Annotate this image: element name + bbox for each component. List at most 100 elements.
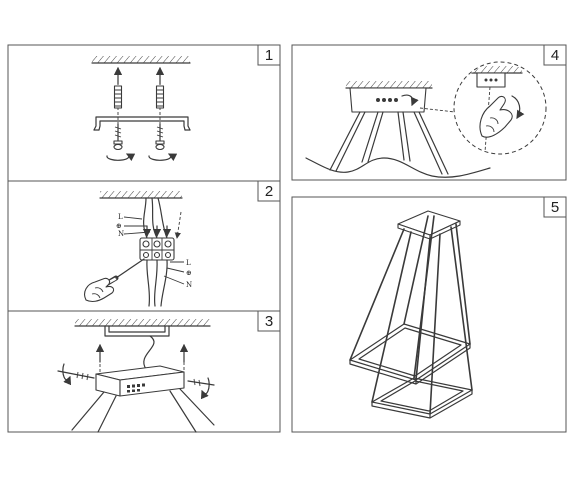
terminal-dot: [394, 98, 398, 102]
rotate-arrow-icon: [200, 377, 210, 400]
lamp-body-outline: [305, 157, 491, 178]
ceiling: [99, 191, 183, 199]
ceiling-hatch: [346, 81, 432, 88]
lamp-wire-live: [146, 259, 151, 307]
suspension-cable: [361, 111, 384, 163]
lamp-label-leaders: [163, 261, 185, 285]
ceiling: [74, 319, 211, 327]
terminal-hole: [153, 251, 161, 259]
terminal-hole: [164, 251, 172, 259]
number-box-frame: [257, 44, 281, 66]
step-2: 2 L ⊕ N: [7, 180, 281, 312]
step-2-number: 2: [265, 183, 273, 200]
step-2-number-box: 2: [257, 180, 281, 202]
rotate-arrow-icon: [106, 153, 136, 162]
bracket-outer: [104, 325, 170, 337]
supply-label-live: L: [118, 213, 123, 221]
canopy: [349, 87, 427, 113]
magnifier-detail-icon: [453, 61, 547, 155]
terminal-block: [139, 237, 175, 261]
lamp-label-live: L: [186, 259, 191, 267]
suspension-cable: [329, 111, 366, 172]
canopy-front: [119, 371, 185, 397]
step-5-number-box: 5: [543, 196, 567, 218]
terminal-dot: [489, 78, 493, 82]
insert-arrows: [142, 211, 182, 239]
hand-fingers: [91, 287, 104, 299]
rotate-arrow-icon: [62, 363, 72, 386]
bracket-outer: [93, 116, 191, 131]
suspension-cable: [179, 388, 215, 426]
suspension-cable: [413, 111, 449, 175]
ceiling-plate: [397, 210, 461, 240]
terminal-screw: [153, 240, 161, 248]
cable-small-frame-back: [413, 215, 435, 379]
cable-small-frame-right: [450, 226, 473, 391]
lamp-label-earth: ⊕: [186, 269, 192, 277]
screw-head-slot: [113, 143, 123, 151]
suspension-cable: [97, 395, 117, 433]
step-3: 3: [7, 310, 281, 433]
suspension-cables: [71, 388, 215, 433]
terminal-dot: [494, 78, 498, 82]
lamp-wires: [146, 259, 168, 307]
cable-large-frame-right: [455, 223, 471, 345]
lamp-labels: L ⊕ N: [163, 259, 192, 289]
step-4-number-box: 4: [543, 44, 567, 66]
step-1-number: 1: [265, 47, 273, 64]
terminal-screw: [164, 240, 172, 248]
step-5: 5: [291, 196, 567, 433]
step-1: 1: [7, 44, 281, 182]
wall-plug-body: [155, 85, 165, 109]
ceiling-hatch: [75, 319, 210, 326]
suspension-cable: [169, 390, 197, 433]
screw-right: [155, 123, 165, 151]
lamp-wire-neutral: [160, 259, 168, 307]
supply-cable: [143, 335, 155, 370]
suspension-cable: [71, 391, 105, 431]
rotate-arrow-icon: [511, 95, 525, 120]
number-box-frame: [257, 310, 281, 332]
supply-label-neutral: N: [118, 230, 124, 238]
detail-leader-line: [419, 107, 456, 113]
hand-icon: [479, 95, 513, 138]
canopy: [95, 365, 185, 397]
rotate-arrow-icon: [148, 153, 178, 162]
terminal-dot: [142, 383, 145, 387]
number-box-frame: [543, 44, 567, 66]
suspension-cables: [329, 111, 449, 175]
bracket-inner: [98, 120, 186, 131]
terminal-screw: [142, 240, 150, 248]
small-square-frame: [371, 377, 473, 419]
mounting-bracket: [93, 116, 191, 131]
wall-plug-ribs: [114, 89, 122, 107]
side-screw-left: [57, 363, 95, 386]
screw-head: [113, 140, 123, 145]
small-frame-inner: [380, 380, 464, 412]
terminal-dot: [376, 98, 380, 102]
hand-fingers: [485, 117, 499, 133]
rotate-arrow-icon: [401, 94, 419, 107]
screw-head-slot: [155, 143, 165, 151]
number-box-frame: [543, 196, 567, 218]
step-3-number: 3: [265, 313, 273, 330]
ceiling-hatch: [92, 56, 190, 63]
terminal-dot: [382, 98, 386, 102]
ceiling-hatch: [100, 191, 182, 198]
side-screw-right: [187, 377, 215, 400]
step-3-number-box: 3: [257, 310, 281, 332]
cable-large-frame-back: [403, 215, 429, 325]
bracket-inner: [108, 325, 166, 333]
wall-plug-body: [113, 85, 123, 109]
step-5-number: 5: [551, 199, 559, 216]
screw-thread: [114, 126, 122, 138]
screw-thread: [76, 371, 89, 381]
step-1-panel: [7, 44, 281, 182]
step-4-number: 4: [551, 47, 559, 64]
magnifier-contents: [461, 66, 525, 153]
screw-head: [155, 140, 165, 145]
screw-shaft: [57, 370, 95, 379]
screw-left: [113, 123, 123, 151]
step-1-number-box: 1: [257, 44, 281, 66]
